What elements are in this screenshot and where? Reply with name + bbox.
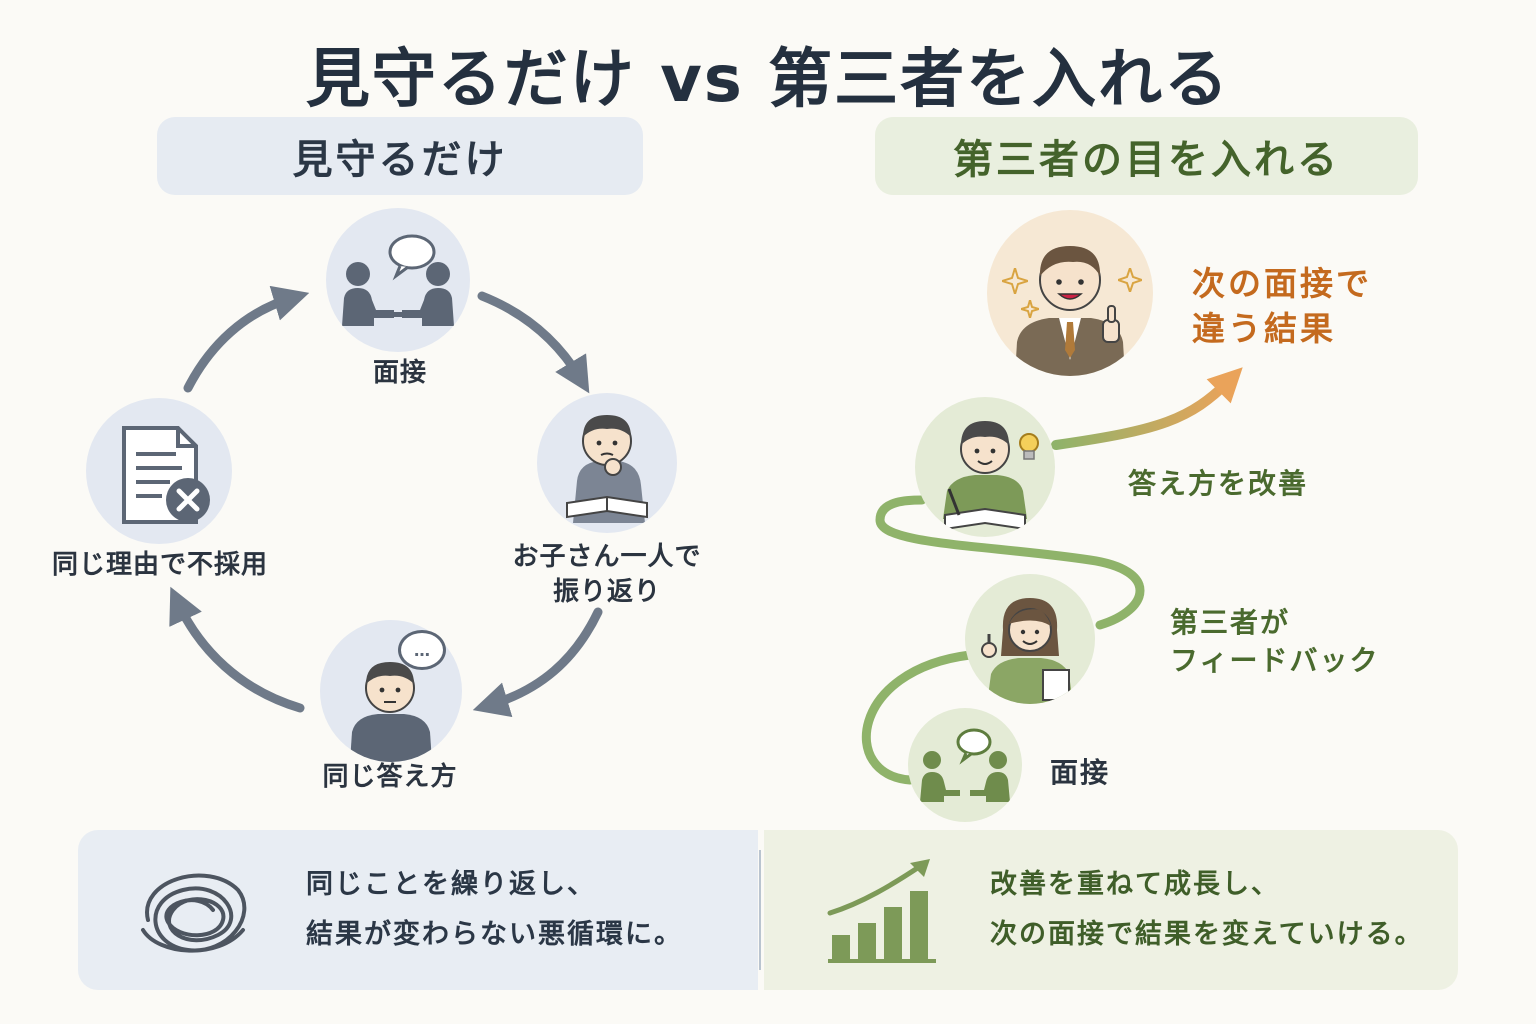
- interview-label: 面接: [372, 358, 427, 388]
- feedback-node: [965, 574, 1095, 704]
- page-title: 見守るだけ vs 第三者を入れる: [305, 43, 1231, 117]
- left-summary-panel: 同じことを繰り返し、 結果が変わらない悪循環に。: [78, 830, 758, 990]
- right-heading: 第三者の目を入れる: [875, 117, 1418, 195]
- improve-node: [915, 397, 1055, 537]
- reflect-label: お子さん一人で 振り返り: [487, 540, 727, 610]
- cycle-arrow-bottom-left: [169, 586, 305, 713]
- right-interview-label: 面接: [1050, 756, 1111, 789]
- reflect-node: [537, 393, 677, 533]
- path-segment-3: [1051, 367, 1243, 450]
- feedback-label: 第三者が フィードバック: [1170, 604, 1430, 680]
- cycle-arrows: [169, 285, 603, 718]
- cycle-arrow-bottom-right: [472, 607, 603, 718]
- panel-divider: [759, 850, 761, 970]
- reflect-label-line2: 振り返り: [552, 577, 661, 608]
- left-heading: 見守るだけ: [157, 117, 643, 195]
- right-summary-text: 改善を重ねて成長し、 次の面接で結果を変えていける。: [990, 860, 1424, 960]
- lightbulb-icon: [1019, 433, 1039, 460]
- reflect-label-line1: お子さん一人で: [512, 542, 702, 572]
- cycle-arrow-top-right: [477, 291, 590, 394]
- path-segment-2: [875, 495, 1145, 630]
- writing-child-icon: [943, 421, 1027, 531]
- meeting-icon: [920, 728, 1010, 802]
- meeting-icon: [342, 234, 454, 326]
- right-summary-line1: 改善を重ねて成長し、: [990, 869, 1280, 901]
- rejected-document-icon: [122, 426, 210, 524]
- feedback-woman-icon: [981, 598, 1073, 704]
- result-label-line2: 違う結果: [1192, 308, 1336, 348]
- right-summary-panel: 改善を重ねて成長し、 次の面接で結果を変えていける。: [764, 830, 1458, 990]
- right-summary-line2: 次の面接で結果を変えていける。: [990, 919, 1424, 950]
- rejected-label: 同じ理由で不採用: [51, 550, 268, 580]
- happy-businessman-icon: [1015, 246, 1125, 376]
- growth-chart-icon: [827, 859, 936, 963]
- thinking-child-icon: [566, 415, 648, 523]
- left-summary-text: 同じことを繰り返し、 結果が変わらない悪循環に。: [306, 860, 683, 960]
- rejected-node: [86, 398, 232, 544]
- ellipsis-bubble: …: [398, 630, 446, 670]
- left-summary-line2: 結果が変わらない悪循環に。: [306, 919, 683, 950]
- improve-label: 答え方を改善: [1128, 467, 1309, 500]
- path-segment-1: [861, 650, 975, 785]
- same-answer-label: 同じ答え方: [322, 762, 458, 792]
- right-interview-node: [908, 708, 1022, 822]
- sparkle-icon: [1002, 268, 1028, 294]
- sparkle-icon: [1021, 300, 1039, 318]
- silent-child-icon: [350, 662, 432, 762]
- result-label: 次の面接で 違う結果: [1192, 262, 1452, 351]
- same-answer-node: [320, 620, 462, 762]
- tangle-icon: [141, 873, 247, 953]
- growth-path: [861, 367, 1243, 785]
- cycle-arrow-top-left: [183, 285, 310, 393]
- interview-node: [326, 208, 470, 352]
- result-label-line1: 次の面接で: [1192, 264, 1372, 303]
- sparkle-icon: [1118, 268, 1142, 292]
- feedback-label-line2: フィードバック: [1170, 643, 1380, 677]
- left-summary-line1: 同じことを繰り返し、: [306, 869, 596, 901]
- feedback-label-line1: 第三者が: [1170, 606, 1291, 639]
